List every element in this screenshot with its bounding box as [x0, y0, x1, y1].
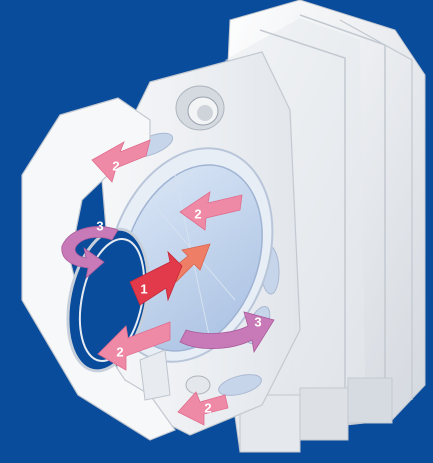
- callout-3-label: 3: [96, 219, 103, 234]
- callout-2-label: 2: [112, 159, 119, 174]
- callout-2-label: 2: [204, 401, 211, 416]
- housing-foot: [300, 388, 348, 440]
- callout-2-label: 2: [116, 345, 123, 360]
- drain-port: [186, 376, 210, 394]
- callout-1-label: 1: [140, 282, 147, 297]
- housing-foot: [348, 378, 392, 423]
- port-fitting-icon: [176, 86, 224, 130]
- callout-2-label: 2: [194, 207, 201, 222]
- callout-3-label: 3: [254, 315, 261, 330]
